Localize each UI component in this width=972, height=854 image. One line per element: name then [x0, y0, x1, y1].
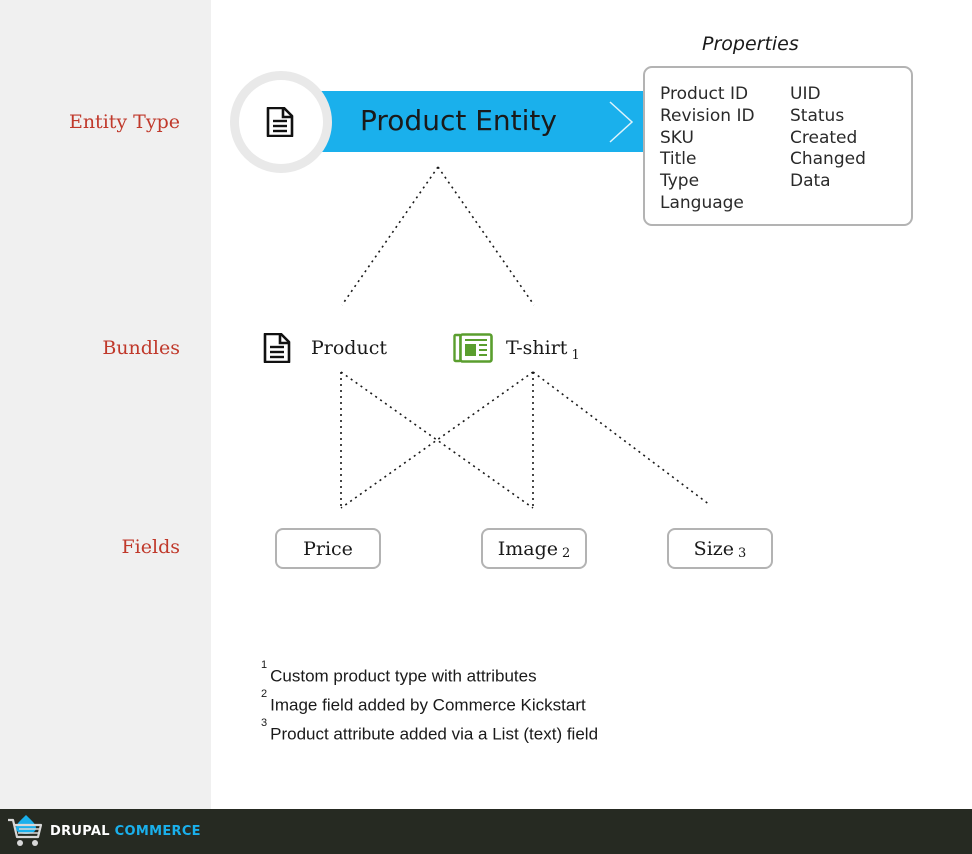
property-item: Data — [790, 171, 831, 192]
field-price-label: Price — [303, 537, 353, 560]
property-item: Status — [790, 105, 845, 126]
property-item: SKU — [660, 127, 694, 148]
bundle-product-label: Product — [311, 337, 387, 359]
property-item: Changed — [790, 149, 866, 170]
entity-icon-circle — [230, 71, 332, 173]
footnote-text: Image field added by Commerce Kickstart — [270, 695, 586, 715]
footnote-1: 1Custom product type with attributes — [261, 659, 598, 695]
properties-right-column: UID Status Created Changed Data — [790, 84, 866, 193]
bundle-tshirt-name: T-shirt — [506, 337, 568, 359]
footnote-mark: 2 — [261, 688, 268, 700]
property-item: Language — [660, 192, 744, 213]
footer-logo: DRUPAL COMMERCE — [50, 824, 201, 839]
field-price: Price — [275, 528, 381, 569]
properties-panel: Product ID Revision ID SKU Title Type La… — [643, 66, 913, 226]
connector-entity-to-tshirt — [437, 166, 535, 306]
footnote-mark: 1 — [261, 659, 268, 671]
footnote-mark: 2 — [561, 546, 571, 561]
property-item: UID — [790, 84, 821, 104]
chevron-right-icon — [609, 101, 634, 143]
document-icon — [266, 107, 294, 137]
product-display-icon — [453, 333, 493, 363]
shopping-cart-icon — [8, 815, 43, 846]
footnote-2: 2Image field added by Commerce Kickstart — [261, 688, 598, 724]
footnote-mark: 3 — [738, 546, 747, 561]
connector-tshirt-to-size — [532, 371, 711, 506]
left-panel — [0, 0, 211, 809]
footnote-3: 3Product attribute added via a List (tex… — [261, 717, 599, 753]
footer-bar: DRUPAL COMMERCE — [0, 809, 972, 854]
row-label-entity-type: Entity Type — [68, 111, 180, 133]
property-item: Type — [660, 171, 700, 192]
document-icon — [263, 333, 291, 363]
footnote-mark: 3 — [261, 717, 268, 729]
row-label-bundles: Bundles — [102, 337, 180, 359]
footer-brand-primary: DRUPAL — [50, 824, 110, 839]
property-item: Created — [790, 127, 858, 148]
properties-left-column: Product ID Revision ID SKU Title Type La… — [660, 84, 755, 215]
entity-type-bar — [300, 91, 643, 152]
property-item: Product ID — [660, 84, 749, 104]
property-item: Revision ID — [660, 105, 755, 126]
entity-title: Product Entity — [360, 104, 557, 137]
field-image-label: Image — [497, 537, 558, 560]
footnote-mark: 1 — [571, 348, 580, 363]
property-item: Title — [660, 149, 697, 170]
footer-brand-secondary: COMMERCE — [114, 824, 201, 839]
field-size-label: Size — [693, 537, 735, 560]
connector-entity-to-product — [341, 166, 439, 306]
footnote-text: Custom product type with attributes — [270, 666, 537, 686]
properties-title: Properties — [702, 33, 799, 55]
row-label-fields: Fields — [121, 536, 181, 558]
connector-lines — [340, 166, 711, 509]
footnote-text: Product attribute added via a List (text… — [270, 724, 599, 744]
footnotes: 1Custom product type with attributes 2Im… — [261, 659, 599, 753]
